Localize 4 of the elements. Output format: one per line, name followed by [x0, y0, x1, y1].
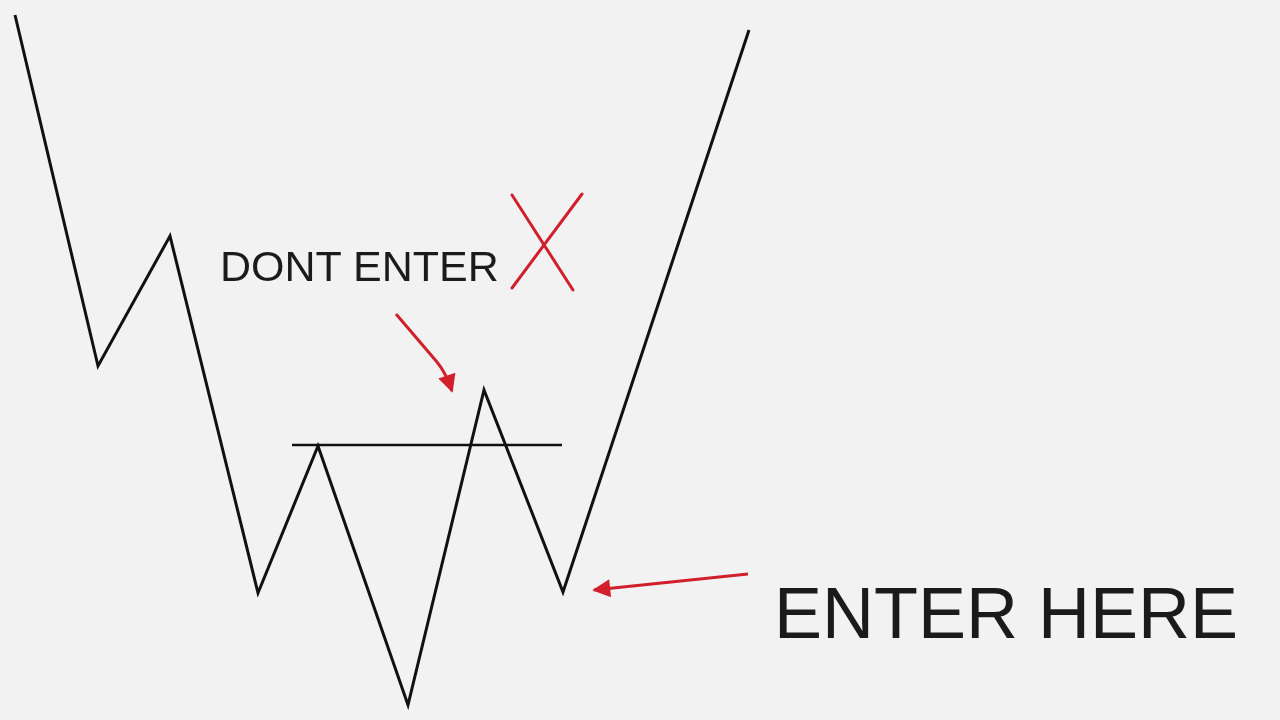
annotation-label: ENTER HERE: [774, 577, 1239, 649]
arrow: [394, 313, 456, 393]
annotation-label: DONT ENTER: [220, 245, 499, 288]
arrow: [592, 572, 749, 598]
